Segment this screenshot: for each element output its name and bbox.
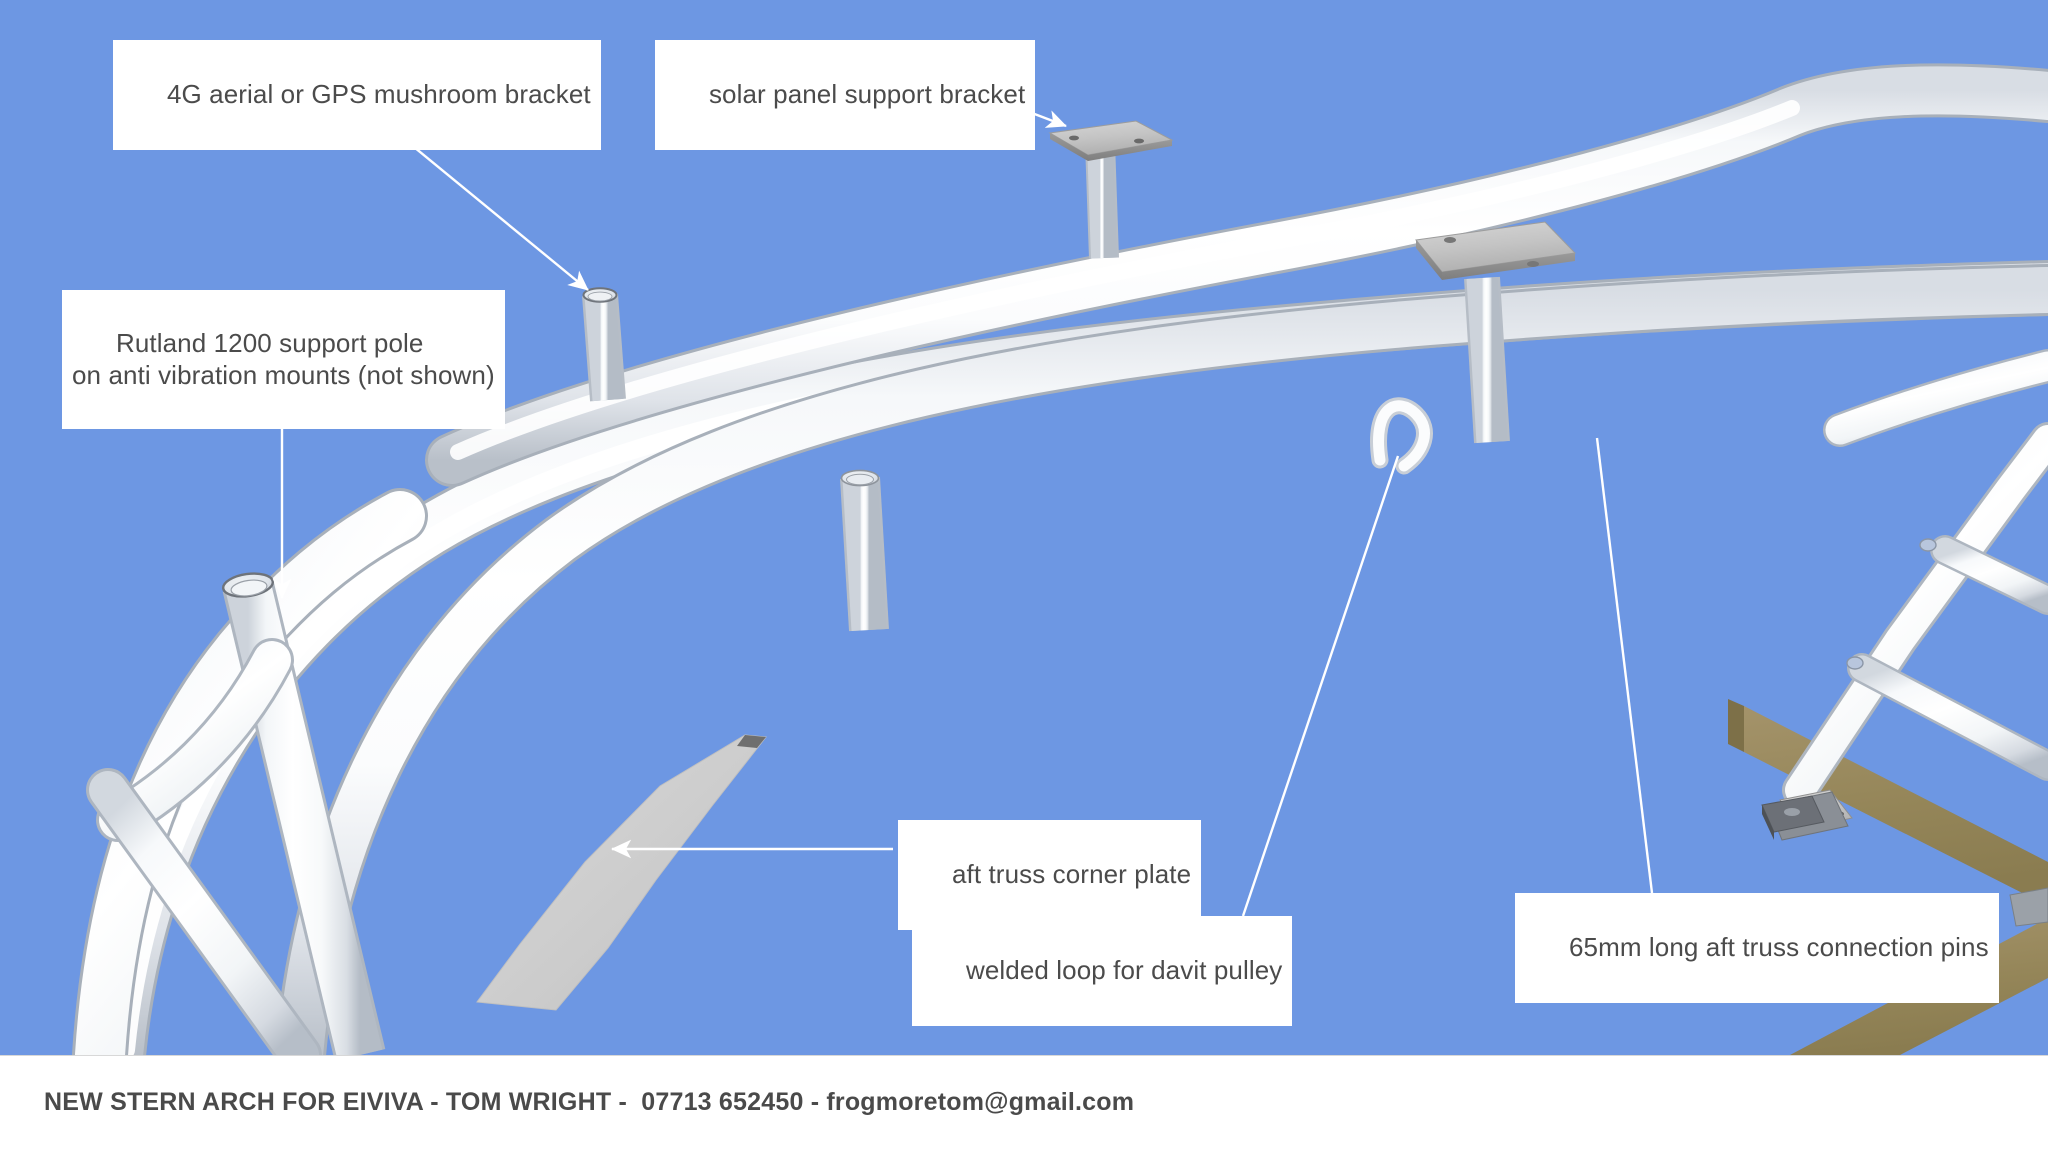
mid-rail-stub-pole (840, 469, 889, 632)
callout-rutland-support-pole-text: Rutland 1200 support pole on anti vibrat… (72, 328, 495, 390)
callout-solar-panel-bracket: solar panel support bracket (655, 40, 1036, 150)
callout-solar-panel-bracket-text: solar panel support bracket (708, 79, 1026, 109)
stern-arch-3d-model (72, 63, 2048, 1055)
welded-davit-loop (1370, 397, 1433, 475)
callout-connection-pins: 65mm long aft truss connection pins (1515, 893, 1999, 1003)
solar-panel-support-bracket-small (1048, 120, 1174, 259)
callout-rutland-support-pole: Rutland 1200 support pole on anti vibrat… (62, 290, 505, 429)
callout-aft-truss-corner-plate: aft truss corner plate (898, 820, 1202, 930)
left-arch-leg (72, 488, 428, 1055)
left-lower-strut (86, 768, 322, 1055)
aft-truss-base-plate-4 (2009, 887, 2048, 927)
callout-welded-loop: welded loop for davit pulley (912, 916, 1293, 1026)
solar-panel-support-bracket-large (1415, 221, 1577, 444)
leader-line-welded-loop (1241, 455, 1400, 917)
aft-truss-connection-pin-upper (1919, 538, 1937, 552)
aft-truss-rung-upper (1930, 535, 2048, 615)
title-block-text: NEW STERN ARCH FOR EIVIVA - TOM WRIGHT -… (44, 1088, 1135, 1116)
drawing-viewport: 4G aerial or GPS mushroom bracket solar … (0, 0, 2048, 1055)
aft-truss-rung-lower (1847, 653, 2048, 781)
callout-aerial-bracket: 4G aerial or GPS mushroom bracket (113, 40, 601, 150)
aft-truss-base-plate-3 (1761, 795, 1825, 840)
callout-aerial-bracket-text: 4G aerial or GPS mushroom bracket (166, 79, 591, 109)
aft-truss-corner-plate (476, 734, 767, 1011)
upper-front-arch-rail (274, 264, 2048, 1055)
aerial-stub-pole (582, 287, 626, 402)
aft-truss-upper-rail (1823, 349, 2048, 447)
callout-aft-truss-corner-plate-text: aft truss corner plate (951, 859, 1192, 889)
aft-truss-connection-pin-lower (1846, 656, 1864, 670)
leader-line-connection-pins (1595, 437, 1654, 894)
title-block-footer: NEW STERN ARCH FOR EIVIVA - TOM WRIGHT -… (0, 1055, 2048, 1152)
callout-welded-loop-text: welded loop for davit pulley (965, 955, 1283, 985)
callout-connection-pins-text: 65mm long aft truss connection pins (1568, 932, 1989, 962)
